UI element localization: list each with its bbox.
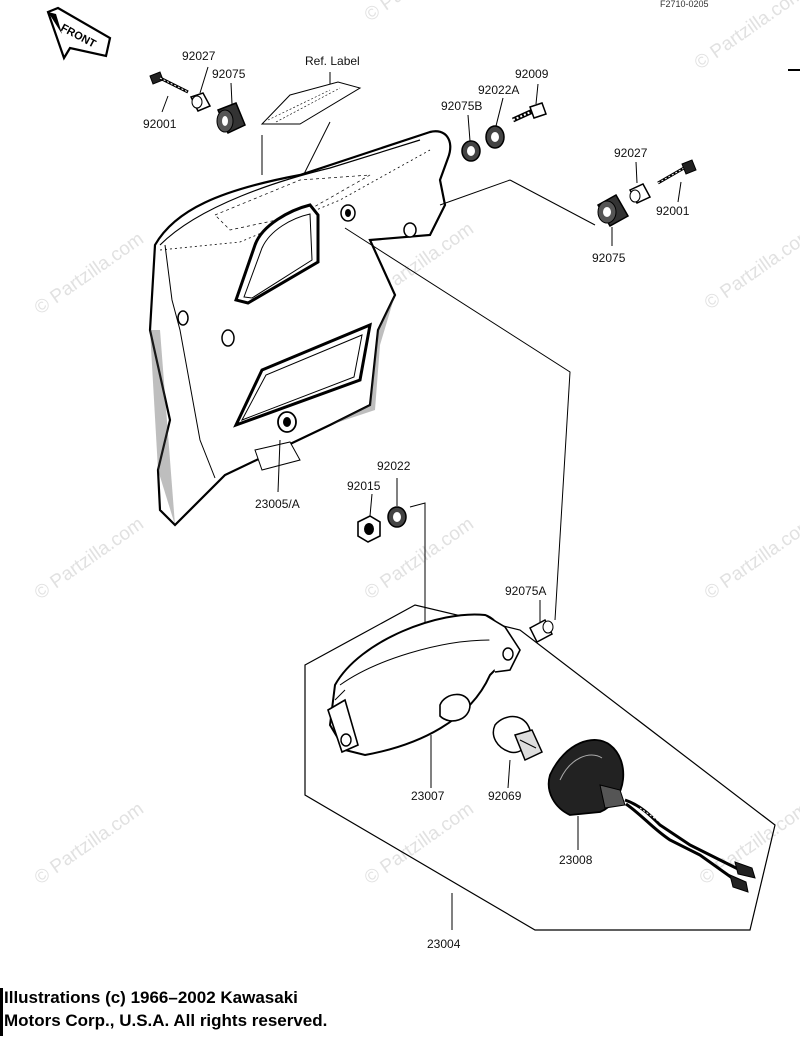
leader-line: [439, 179, 511, 206]
washer-92022a: [485, 125, 505, 149]
bolt-92009: [511, 102, 547, 123]
copyright-line-1: Illustrations (c) 1966–2002 Kawasaki: [4, 988, 298, 1007]
watermark: © Partzilla.com: [31, 228, 148, 319]
copyright-bar: [0, 988, 3, 1036]
ref-label-decal: Ref. Label: [260, 54, 362, 183]
watermark: © Partzilla.com: [691, 0, 800, 74]
leader-line: [230, 82, 233, 105]
leader-line: [677, 181, 682, 203]
leader-line: [467, 114, 471, 142]
label-92027-top: 92027: [182, 49, 216, 63]
collar-92027-right: [628, 183, 652, 204]
watermark: © Partzilla.com: [701, 513, 800, 604]
label-92001-right: 92001: [656, 204, 690, 218]
label-23007: 23007: [411, 789, 445, 803]
label-92075-top: 92075: [212, 67, 246, 81]
nut-92015: [357, 515, 381, 543]
leader-line: [535, 83, 539, 105]
label-92075-right: 92075: [592, 251, 626, 265]
bulb-92069: [492, 715, 543, 762]
assembly-outline-23004: [304, 604, 776, 931]
label-92069: 92069: [488, 789, 522, 803]
leader-line: [277, 439, 281, 493]
collar-92027-top: [189, 92, 212, 112]
bolt-92001-right: [657, 159, 697, 185]
label-92015: 92015: [347, 479, 381, 493]
watermark: © Partzilla.com: [361, 798, 478, 889]
label-92022: 92022: [377, 459, 411, 473]
copyright-notice: Illustrations (c) 1966–2002 Kawasaki Mot…: [4, 986, 327, 1032]
leader-line: [161, 95, 169, 113]
grommet-92075-right: [596, 193, 630, 228]
grommet-92075b: [461, 140, 481, 162]
collar-92075a: [529, 618, 554, 644]
leader-line: [495, 97, 504, 127]
leader-line: [344, 227, 571, 621]
label-92075a: 92075A: [505, 584, 546, 598]
label-92022a: 92022A: [478, 83, 519, 97]
leader-line: [507, 759, 511, 789]
washer-92022: [387, 506, 407, 528]
front-arrow-icon: FRONT: [46, 6, 112, 61]
label-92001-top: 92001: [143, 117, 177, 131]
watermark: © Partzilla.com: [361, 0, 478, 26]
leader-line: [635, 161, 638, 184]
label-92075b: 92075B: [441, 99, 482, 113]
part-labels: 92027 92075 92001 92009 92022A 92075B 92…: [143, 49, 690, 951]
headlight-housing-23007: [327, 613, 521, 757]
label-23005a: 23005/A: [255, 497, 300, 511]
headlight-lamp-23008: [547, 739, 756, 893]
figure-code: F2710-0205: [660, 0, 709, 9]
ref-label-text: Ref. Label: [305, 54, 360, 68]
leader-line: [369, 493, 373, 517]
label-23008: 23008: [559, 853, 593, 867]
copyright-line-2: Motors Corp., U.S.A. All rights reserved…: [4, 1011, 328, 1030]
bolt-92001-top: [149, 71, 189, 94]
leader-line: [509, 179, 596, 226]
watermark: © Partzilla.com: [701, 223, 800, 314]
label-92027-right: 92027: [614, 146, 648, 160]
watermark: © Partzilla.com: [31, 798, 148, 889]
leader-line: [199, 66, 209, 94]
grommet-92075-top: [216, 102, 246, 135]
watermark: © Partzilla.com: [31, 513, 148, 604]
headlight-fairing-23005a: [148, 130, 452, 527]
label-92009: 92009: [515, 67, 549, 81]
label-23004: 23004: [427, 937, 461, 951]
